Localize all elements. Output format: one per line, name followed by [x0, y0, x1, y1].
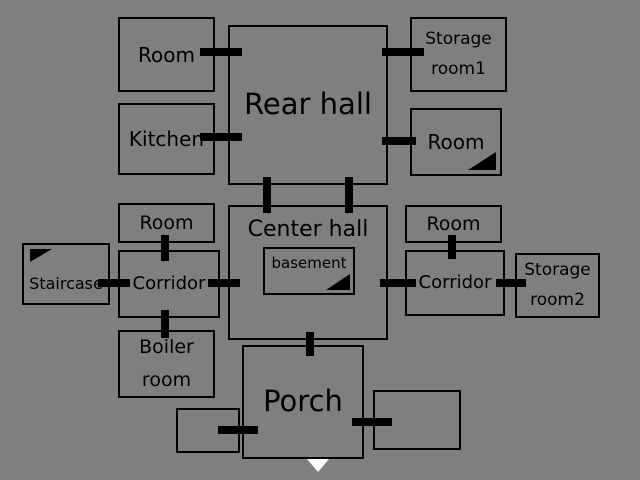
scroll-down-arrow-icon[interactable] — [307, 459, 329, 472]
room-mid-right-label: Room — [426, 212, 481, 235]
door-connector — [382, 137, 416, 145]
room-top-left-label: Room — [138, 42, 195, 67]
door-connector — [345, 177, 353, 213]
room-storage-room1: Storage room1 — [410, 17, 507, 92]
room-upper-right-label: Room — [427, 130, 485, 154]
room-boiler-room: Boiler room — [118, 330, 215, 398]
staircase-label: Staircase — [29, 274, 103, 294]
door-connector — [352, 418, 392, 426]
door-connector — [380, 279, 416, 287]
stairs-marker-icon — [326, 274, 350, 290]
storage-room2-label: Storage room2 — [524, 259, 591, 310]
door-connector — [161, 310, 169, 338]
room-upper-right: Room — [410, 108, 502, 176]
door-connector — [200, 133, 242, 141]
porch-label: Porch — [263, 384, 343, 419]
corridor-left-label: Corridor — [132, 273, 206, 295]
room-kitchen: Kitchen — [118, 103, 215, 175]
door-connector — [98, 279, 130, 287]
door-connector — [218, 426, 258, 434]
kitchen-label: Kitchen — [128, 127, 205, 151]
corridor-right-label: Corridor — [418, 272, 492, 294]
storage-room1-label: Storage room1 — [425, 28, 492, 79]
stairs-marker-icon — [30, 249, 52, 262]
door-connector — [306, 332, 314, 356]
room-staircase: Staircase — [22, 243, 110, 305]
door-connector — [200, 48, 242, 56]
door-connector — [263, 177, 271, 213]
room-basement: basement — [263, 247, 355, 295]
rear-hall-label: Rear hall — [244, 87, 372, 122]
door-connector — [448, 235, 456, 259]
room-rear-hall: Rear hall — [228, 25, 388, 185]
door-connector — [161, 235, 169, 261]
room-porch: Porch — [242, 345, 364, 459]
room-corridor-right: Corridor — [405, 250, 505, 316]
door-connector — [382, 48, 424, 56]
boiler-room-label: Boiler room — [139, 335, 194, 391]
center-hall-label: Center hall — [247, 217, 369, 242]
stairs-marker-icon — [468, 152, 496, 170]
room-mid-left-label: Room — [139, 211, 194, 234]
basement-label: basement — [271, 254, 347, 272]
door-connector — [208, 279, 240, 287]
door-connector — [496, 279, 526, 287]
room-corridor-left: Corridor — [118, 250, 220, 318]
room-storage-room2: Storage room2 — [515, 253, 600, 318]
